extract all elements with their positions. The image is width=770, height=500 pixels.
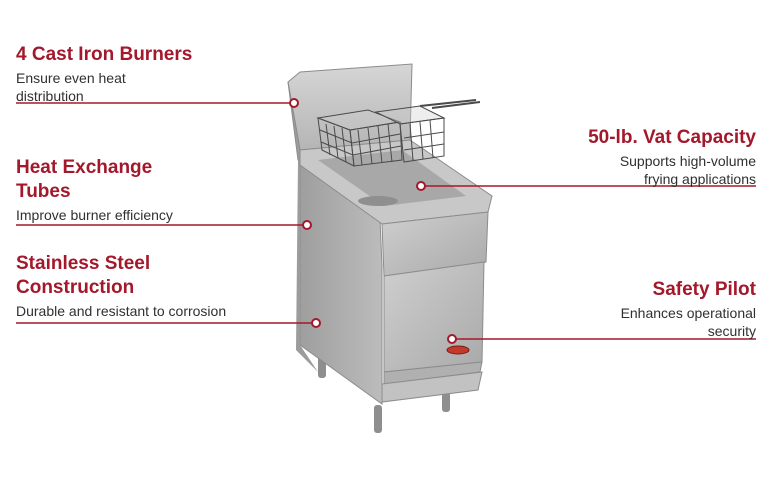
feature-stainless-steel: Stainless Steel Construction Durable and…: [16, 252, 266, 320]
feature-title: 4 Cast Iron Burners: [16, 44, 193, 65]
feature-title: 50-lb. Vat Capacity: [588, 127, 756, 148]
feature-title: Heat Exchange Tubes: [16, 157, 153, 202]
fryer-door: [381, 261, 485, 403]
feature-title: Safety Pilot: [652, 279, 756, 300]
callout-lines: [16, 102, 756, 340]
callout-dots: [289, 98, 457, 344]
fryer-backsplash: [287, 63, 413, 151]
feature-heat-exchange-tubes: Heat Exchange Tubes Improve burner effic…: [16, 156, 246, 224]
feature-title: Stainless Steel Construction: [16, 253, 151, 298]
feature-description: Enhances operational security: [620, 305, 756, 339]
feature-description: Supports high-volume frying applications: [619, 153, 756, 187]
fryer-baskets: [316, 99, 481, 167]
fryer-upper-front: [381, 211, 489, 277]
feature-vat-capacity: 50-lb. Vat Capacity Supports high-volume…: [516, 126, 756, 188]
feature-description: Durable and resistant to corrosion: [16, 303, 227, 319]
feature-description: Ensure even heat distribution: [16, 70, 126, 104]
feature-cast-iron-burners: 4 Cast Iron Burners Ensure even heat dis…: [16, 43, 246, 105]
feature-description: Improve burner efficiency: [16, 207, 173, 223]
feature-safety-pilot: Safety Pilot Enhances operational securi…: [516, 278, 756, 340]
